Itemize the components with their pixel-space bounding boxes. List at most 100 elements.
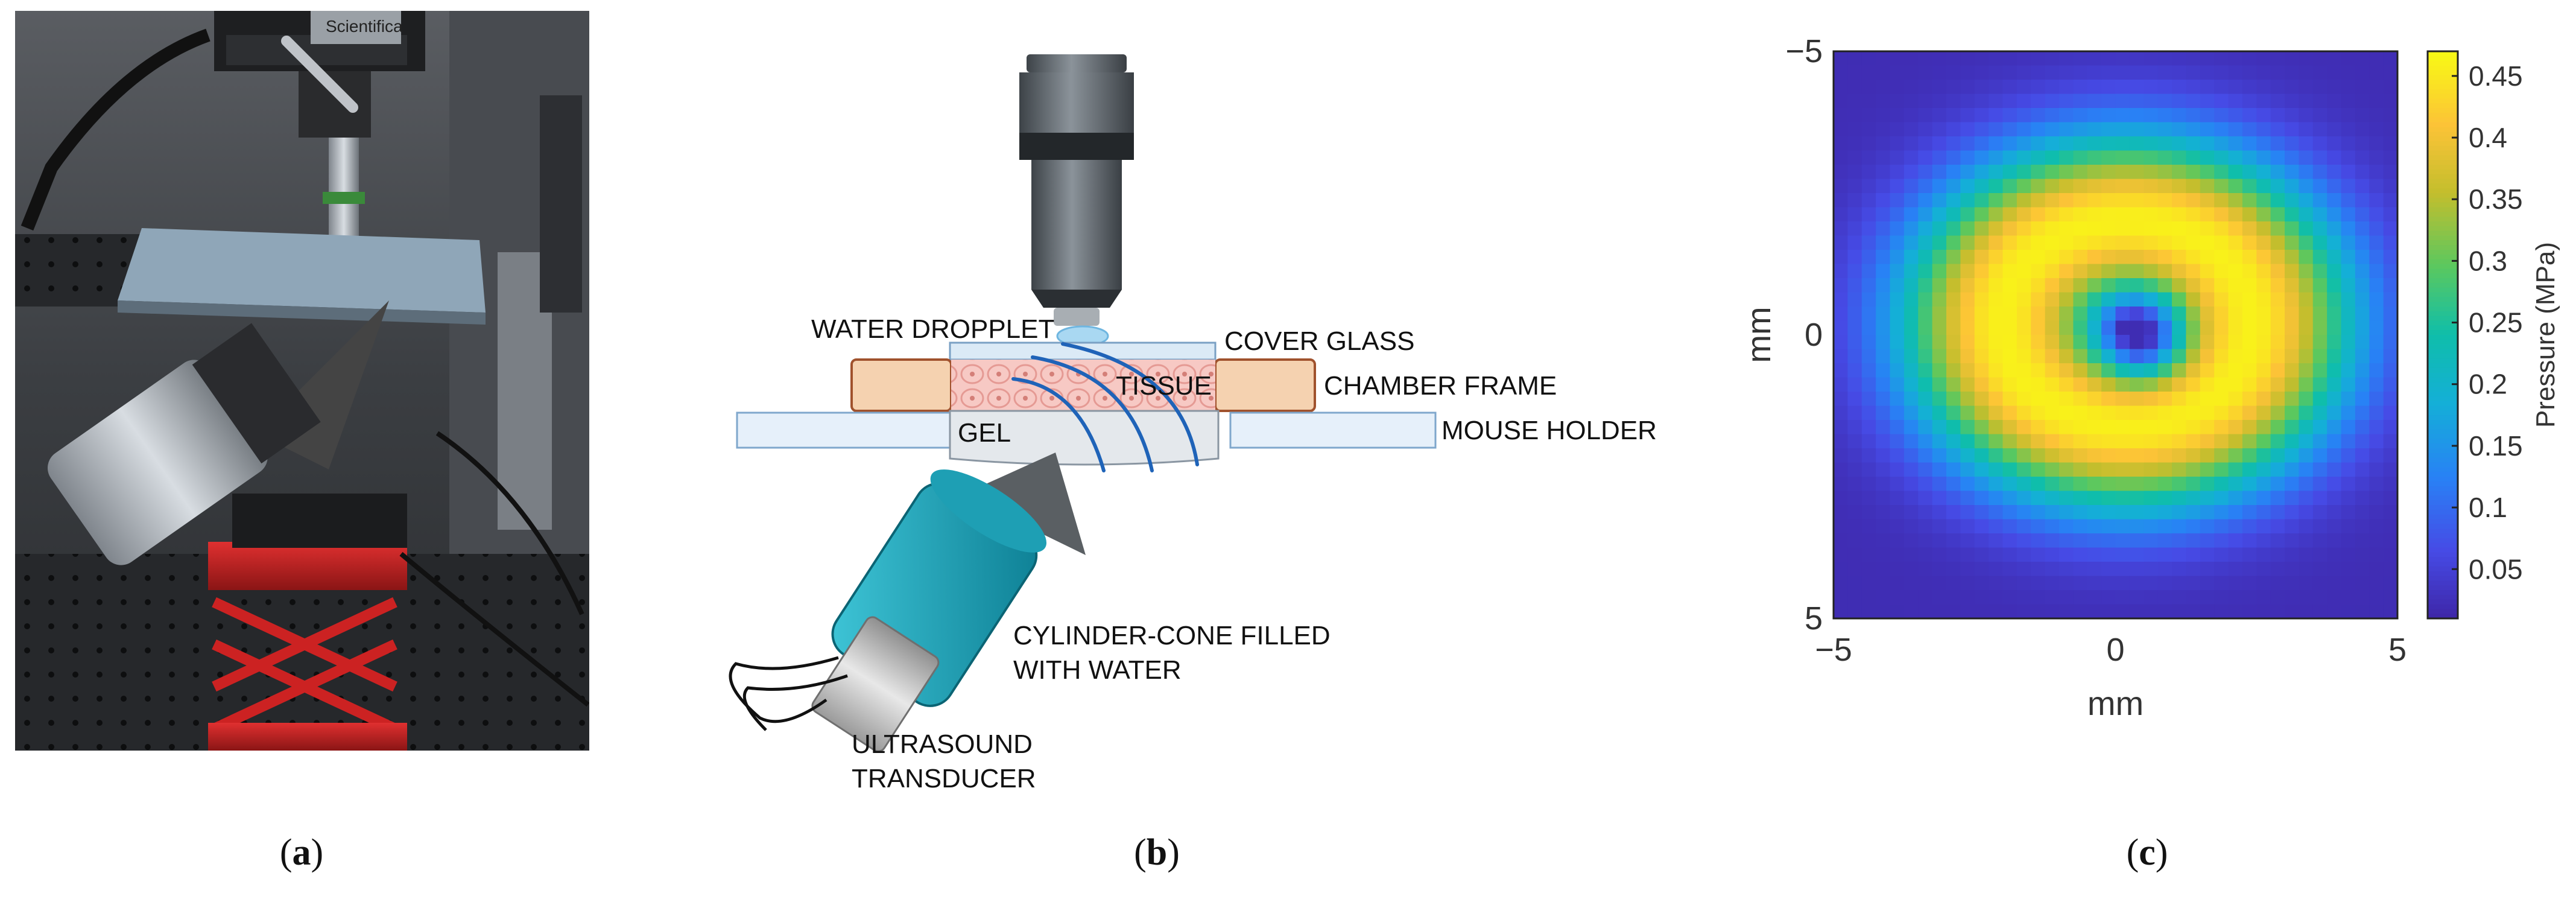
heatmap-cell: [1890, 292, 1905, 307]
heatmap-cell: [2256, 278, 2271, 293]
heatmap-cell: [1904, 392, 1919, 407]
heatmap-cell: [2285, 604, 2299, 619]
heatmap-cell: [2016, 250, 2031, 265]
heatmap-cell: [1989, 307, 2004, 322]
heatmap-cell: [2228, 207, 2243, 222]
heatmap-cell: [2312, 51, 2328, 66]
heatmap-cell: [2228, 377, 2243, 392]
colorbar-segment: [2428, 580, 2458, 586]
heatmap-cell: [2214, 320, 2229, 335]
heatmap-cell: [2087, 448, 2102, 463]
heatmap-cell: [2186, 547, 2201, 562]
heatmap-cell: [1890, 505, 1905, 520]
heatmap-cell: [2002, 349, 2017, 364]
heatmap-cell: [2186, 94, 2201, 109]
colorbar-segment: [2428, 230, 2458, 237]
heatmap-cell: [2129, 80, 2144, 95]
heatmap-cell: [2016, 150, 2031, 165]
heatmap-cell: [2144, 562, 2159, 577]
heatmap-cell: [1847, 264, 1862, 279]
heatmap-cell: [2228, 349, 2243, 364]
heatmap-cell: [2031, 307, 2046, 322]
heatmap-cell: [2002, 547, 2017, 562]
heatmap-cell: [2256, 292, 2271, 307]
heatmap-cell: [1847, 165, 1862, 180]
heatmap-cell: [2383, 363, 2398, 378]
heatmap-cell: [2242, 335, 2257, 350]
heatmap-cell: [1876, 108, 1891, 123]
caption-a-letter: a: [292, 832, 311, 873]
heatmap-cell: [2059, 576, 2074, 591]
heatmap-cell: [2115, 392, 2130, 407]
heatmap-cell: [2228, 335, 2243, 350]
heatmap-cell: [2002, 307, 2017, 322]
heatmap-cell: [1847, 235, 1862, 250]
heatmap-cell: [1834, 307, 1848, 322]
heatmap-cell: [2002, 179, 2017, 194]
heatmap-cell: [2299, 179, 2314, 194]
heatmap-cell: [1932, 335, 1947, 350]
heatmap-cell: [1847, 136, 1862, 151]
heatmap-cell: [2045, 519, 2060, 534]
microscope-photo: Scientifica: [15, 11, 590, 751]
heatmap-cell: [2285, 420, 2299, 435]
heatmap-cell: [2045, 165, 2060, 180]
colorbar-segment: [2428, 165, 2458, 170]
heatmap-cell: [1834, 547, 1848, 562]
heatmap-cell: [2031, 547, 2046, 562]
heatmap-cell: [2355, 165, 2370, 180]
colorbar-segment: [2428, 56, 2458, 62]
heatmap-cell: [1834, 207, 1848, 222]
heatmap-cell: [2016, 108, 2031, 123]
heatmap-cell: [2355, 477, 2370, 492]
heatmap-cell: [2200, 491, 2215, 506]
heatmap-cell: [2369, 477, 2384, 492]
heatmap-cell: [2087, 80, 2102, 95]
heatmap-cell: [2172, 462, 2186, 477]
heatmap-cell: [2144, 150, 2159, 165]
heatmap-cell: [2073, 562, 2088, 577]
heatmap-cell: [2115, 576, 2130, 591]
heatmap-cell: [2073, 462, 2088, 477]
heatmap-cell: [2031, 94, 2046, 109]
heatmap-cell: [2073, 320, 2088, 335]
heatmap-cell: [2228, 434, 2243, 449]
heatmap-cell: [1946, 150, 1961, 165]
heatmap-cell: [2115, 51, 2130, 66]
heatmap-cell: [2016, 405, 2031, 421]
heatmap-cell: [1946, 363, 1961, 378]
heatmap-cell: [1834, 221, 1848, 237]
heatmap-cell: [1861, 377, 1876, 392]
heatmap-cell: [1974, 505, 1989, 520]
colorbar-segment: [2428, 297, 2458, 302]
heatmap-cell: [1974, 264, 1989, 279]
heatmap-cell: [1918, 207, 1933, 222]
heatmap-cell: [2312, 392, 2328, 407]
heatmap-cell: [2059, 108, 2074, 123]
heatmap-cell: [2341, 477, 2356, 492]
heatmap-cell: [2172, 165, 2186, 180]
heatmap-cell: [2087, 221, 2102, 237]
heatmap-cell: [1890, 278, 1905, 293]
heatmap-cell: [2228, 179, 2243, 194]
heatmap-cell: [2045, 320, 2060, 335]
heatmap-cell: [1918, 562, 1933, 577]
heatmap-cell: [1890, 477, 1905, 492]
heatmap-cell: [2172, 278, 2186, 293]
heatmap-cell: [2186, 604, 2201, 619]
colorbar-segment: [2428, 103, 2458, 109]
heatmap-cell: [2045, 434, 2060, 449]
heatmap-cell: [1989, 264, 2004, 279]
heatmap-cell: [2045, 51, 2060, 66]
heatmap-cell: [1960, 179, 1975, 194]
heatmap-cell: [2172, 349, 2186, 364]
heatmap-cell: [1932, 491, 1947, 506]
heatmap-cell: [2002, 335, 2017, 350]
heatmap-cell: [2186, 80, 2201, 95]
heatmap-cell: [1904, 590, 1919, 605]
heatmap-cell: [2355, 420, 2370, 435]
heatmap-cell: [1960, 122, 1975, 137]
heatmap-cell: [1960, 420, 1975, 435]
heatmap-cell: [2144, 448, 2159, 463]
